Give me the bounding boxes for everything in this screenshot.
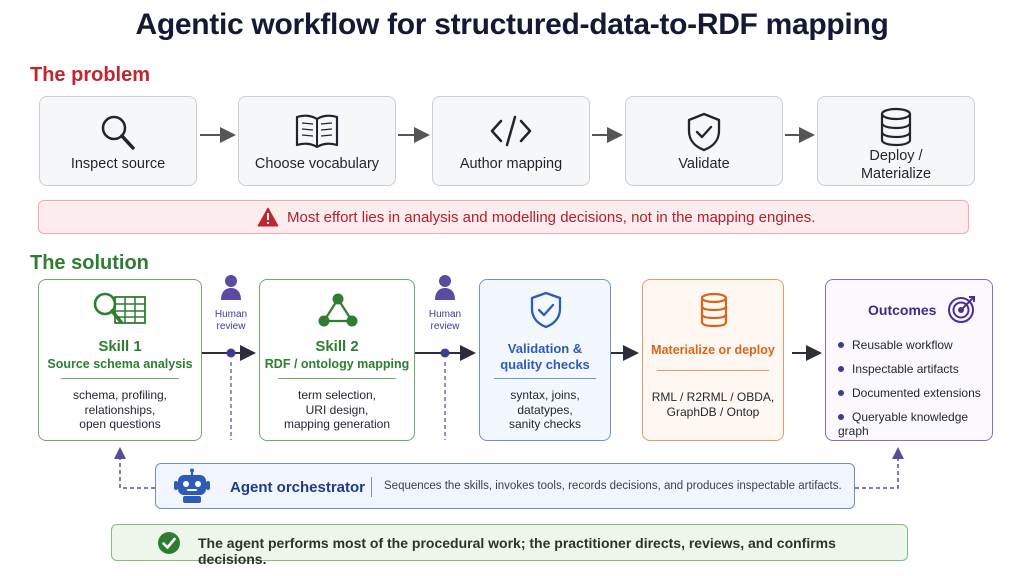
bullet-icon	[838, 341, 844, 348]
list-item: Inspectable artifacts	[838, 362, 992, 386]
skill-1-subtitle: Source schema analysis	[47, 357, 193, 371]
orchestrator-description: Sequences the skills, invokes tools, rec…	[384, 480, 842, 492]
step-choose-vocabulary: Choose vocabulary	[238, 96, 396, 186]
validation-details: syntax, joins, datatypes, sanity checks	[480, 388, 610, 432]
human-review-line1: Human	[214, 309, 248, 320]
problem-heading: The problem	[30, 64, 151, 86]
page-title: Agentic workflow for structured-data-to-…	[135, 8, 889, 41]
validation-title-line1: Validation &	[507, 341, 583, 356]
human-review-line1: Human	[428, 309, 462, 320]
step-deploy-materialize: Deploy / Materialize	[817, 96, 975, 186]
divider	[657, 370, 769, 371]
database-icon	[700, 292, 728, 328]
check-circle-icon	[158, 532, 180, 554]
detail-line: datatypes,	[517, 402, 573, 417]
list-item: Queryable knowledge graph	[838, 410, 992, 438]
divider	[494, 378, 596, 379]
code-brackets-icon	[490, 115, 532, 147]
person-icon	[435, 275, 455, 300]
skill-2-subtitle: RDF / ontology mapping	[264, 357, 410, 371]
detail-line: syntax, joins,	[510, 388, 580, 402]
step-label-line2: Materialize	[860, 166, 932, 182]
step-label: Inspect source	[70, 156, 166, 172]
shield-check-icon	[530, 291, 562, 329]
divider	[61, 378, 179, 379]
detail-line: open questions	[79, 417, 161, 431]
step-validate: Validate	[625, 96, 783, 186]
step-inspect-source: Inspect source	[39, 96, 197, 186]
database-icon	[880, 107, 912, 147]
detail-line: sanity checks	[508, 417, 582, 431]
detail-line: URI design,	[305, 402, 369, 417]
outcome-text: Reusable workflow	[852, 338, 953, 352]
skill-2-title: Skill 2	[315, 338, 359, 355]
detail-line: RML / R2RML / OBDA,	[651, 390, 775, 404]
orchestrator-title: Agent orchestrator	[230, 479, 366, 496]
validation-title-line2: quality checks	[500, 357, 590, 372]
divider	[278, 378, 396, 379]
schema-search-icon	[93, 292, 146, 324]
open-book-icon	[295, 114, 339, 149]
graph-nodes-icon	[318, 293, 358, 327]
warning-text: Most effort lies in analysis and modelli…	[287, 209, 816, 226]
conclusion-text: The agent performs most of the procedura…	[198, 535, 836, 567]
list-item: Documented extensions	[838, 386, 992, 410]
bullet-icon	[838, 365, 844, 372]
person-icon	[221, 275, 241, 300]
shield-check-icon	[687, 112, 721, 152]
skill-1-box: Skill 1 Source schema analysis schema, p…	[38, 279, 202, 441]
bullet-icon	[838, 413, 844, 420]
skill-2-box: Skill 2 RDF / ontology mapping term sele…	[259, 279, 415, 441]
skill-1-title: Skill 1	[98, 338, 142, 355]
outcome-text: Inspectable artifacts	[852, 362, 959, 376]
warning-triangle-icon	[257, 207, 279, 227]
outcomes-list: Reusable workflow Inspectable artifacts …	[838, 338, 992, 438]
human-review-label: Human review	[201, 309, 261, 333]
skill-1-details: schema, profiling, relationships, open q…	[39, 388, 201, 432]
solution-heading: The solution	[30, 252, 149, 274]
step-author-mapping: Author mapping	[432, 96, 590, 186]
step-label: Author mapping	[459, 156, 563, 172]
detail-line: schema, profiling,	[72, 388, 168, 402]
magnifier-icon	[101, 115, 135, 150]
agent-orchestrator-bar: Agent orchestrator Sequences the skills,…	[155, 463, 855, 509]
step-label-line1: Deploy /	[869, 148, 923, 164]
divider	[371, 477, 372, 497]
skill-2-details: term selection, URI design, mapping gene…	[260, 388, 414, 432]
list-item: Reusable workflow	[838, 338, 992, 362]
human-review-line2: review	[430, 321, 460, 332]
detail-line: relationships,	[84, 402, 156, 417]
bullet-icon	[838, 389, 844, 396]
detail-line: GraphDB / Ontop	[666, 404, 760, 419]
outcomes-title: Outcomes	[868, 302, 937, 318]
outcome-text: Queryable knowledge graph	[838, 410, 969, 438]
detail-line: mapping generation	[283, 417, 391, 431]
detail-line: term selection,	[297, 388, 377, 402]
validation-box: Validation & quality checks syntax, join…	[479, 279, 611, 441]
human-review-line2: review	[216, 321, 246, 332]
robot-icon	[174, 468, 210, 503]
step-label: Validate	[678, 156, 730, 172]
deploy-title: Materialize or deploy	[651, 343, 775, 357]
outcome-text: Documented extensions	[852, 386, 981, 400]
step-label: Choose vocabulary	[254, 156, 380, 172]
outcomes-box: Outcomes Reusable workflow Inspectable a…	[825, 279, 993, 441]
deploy-box: Materialize or deploy RML / R2RML / OBDA…	[642, 279, 784, 441]
step-label: Deploy / Materialize	[822, 147, 970, 183]
target-icon	[948, 296, 975, 323]
warning-banner: Most effort lies in analysis and modelli…	[38, 200, 969, 234]
conclusion-banner: The agent performs most of the procedura…	[111, 524, 908, 567]
deploy-details: RML / R2RML / OBDA, GraphDB / Ontop	[643, 390, 783, 419]
human-review-label: Human review	[415, 309, 475, 333]
